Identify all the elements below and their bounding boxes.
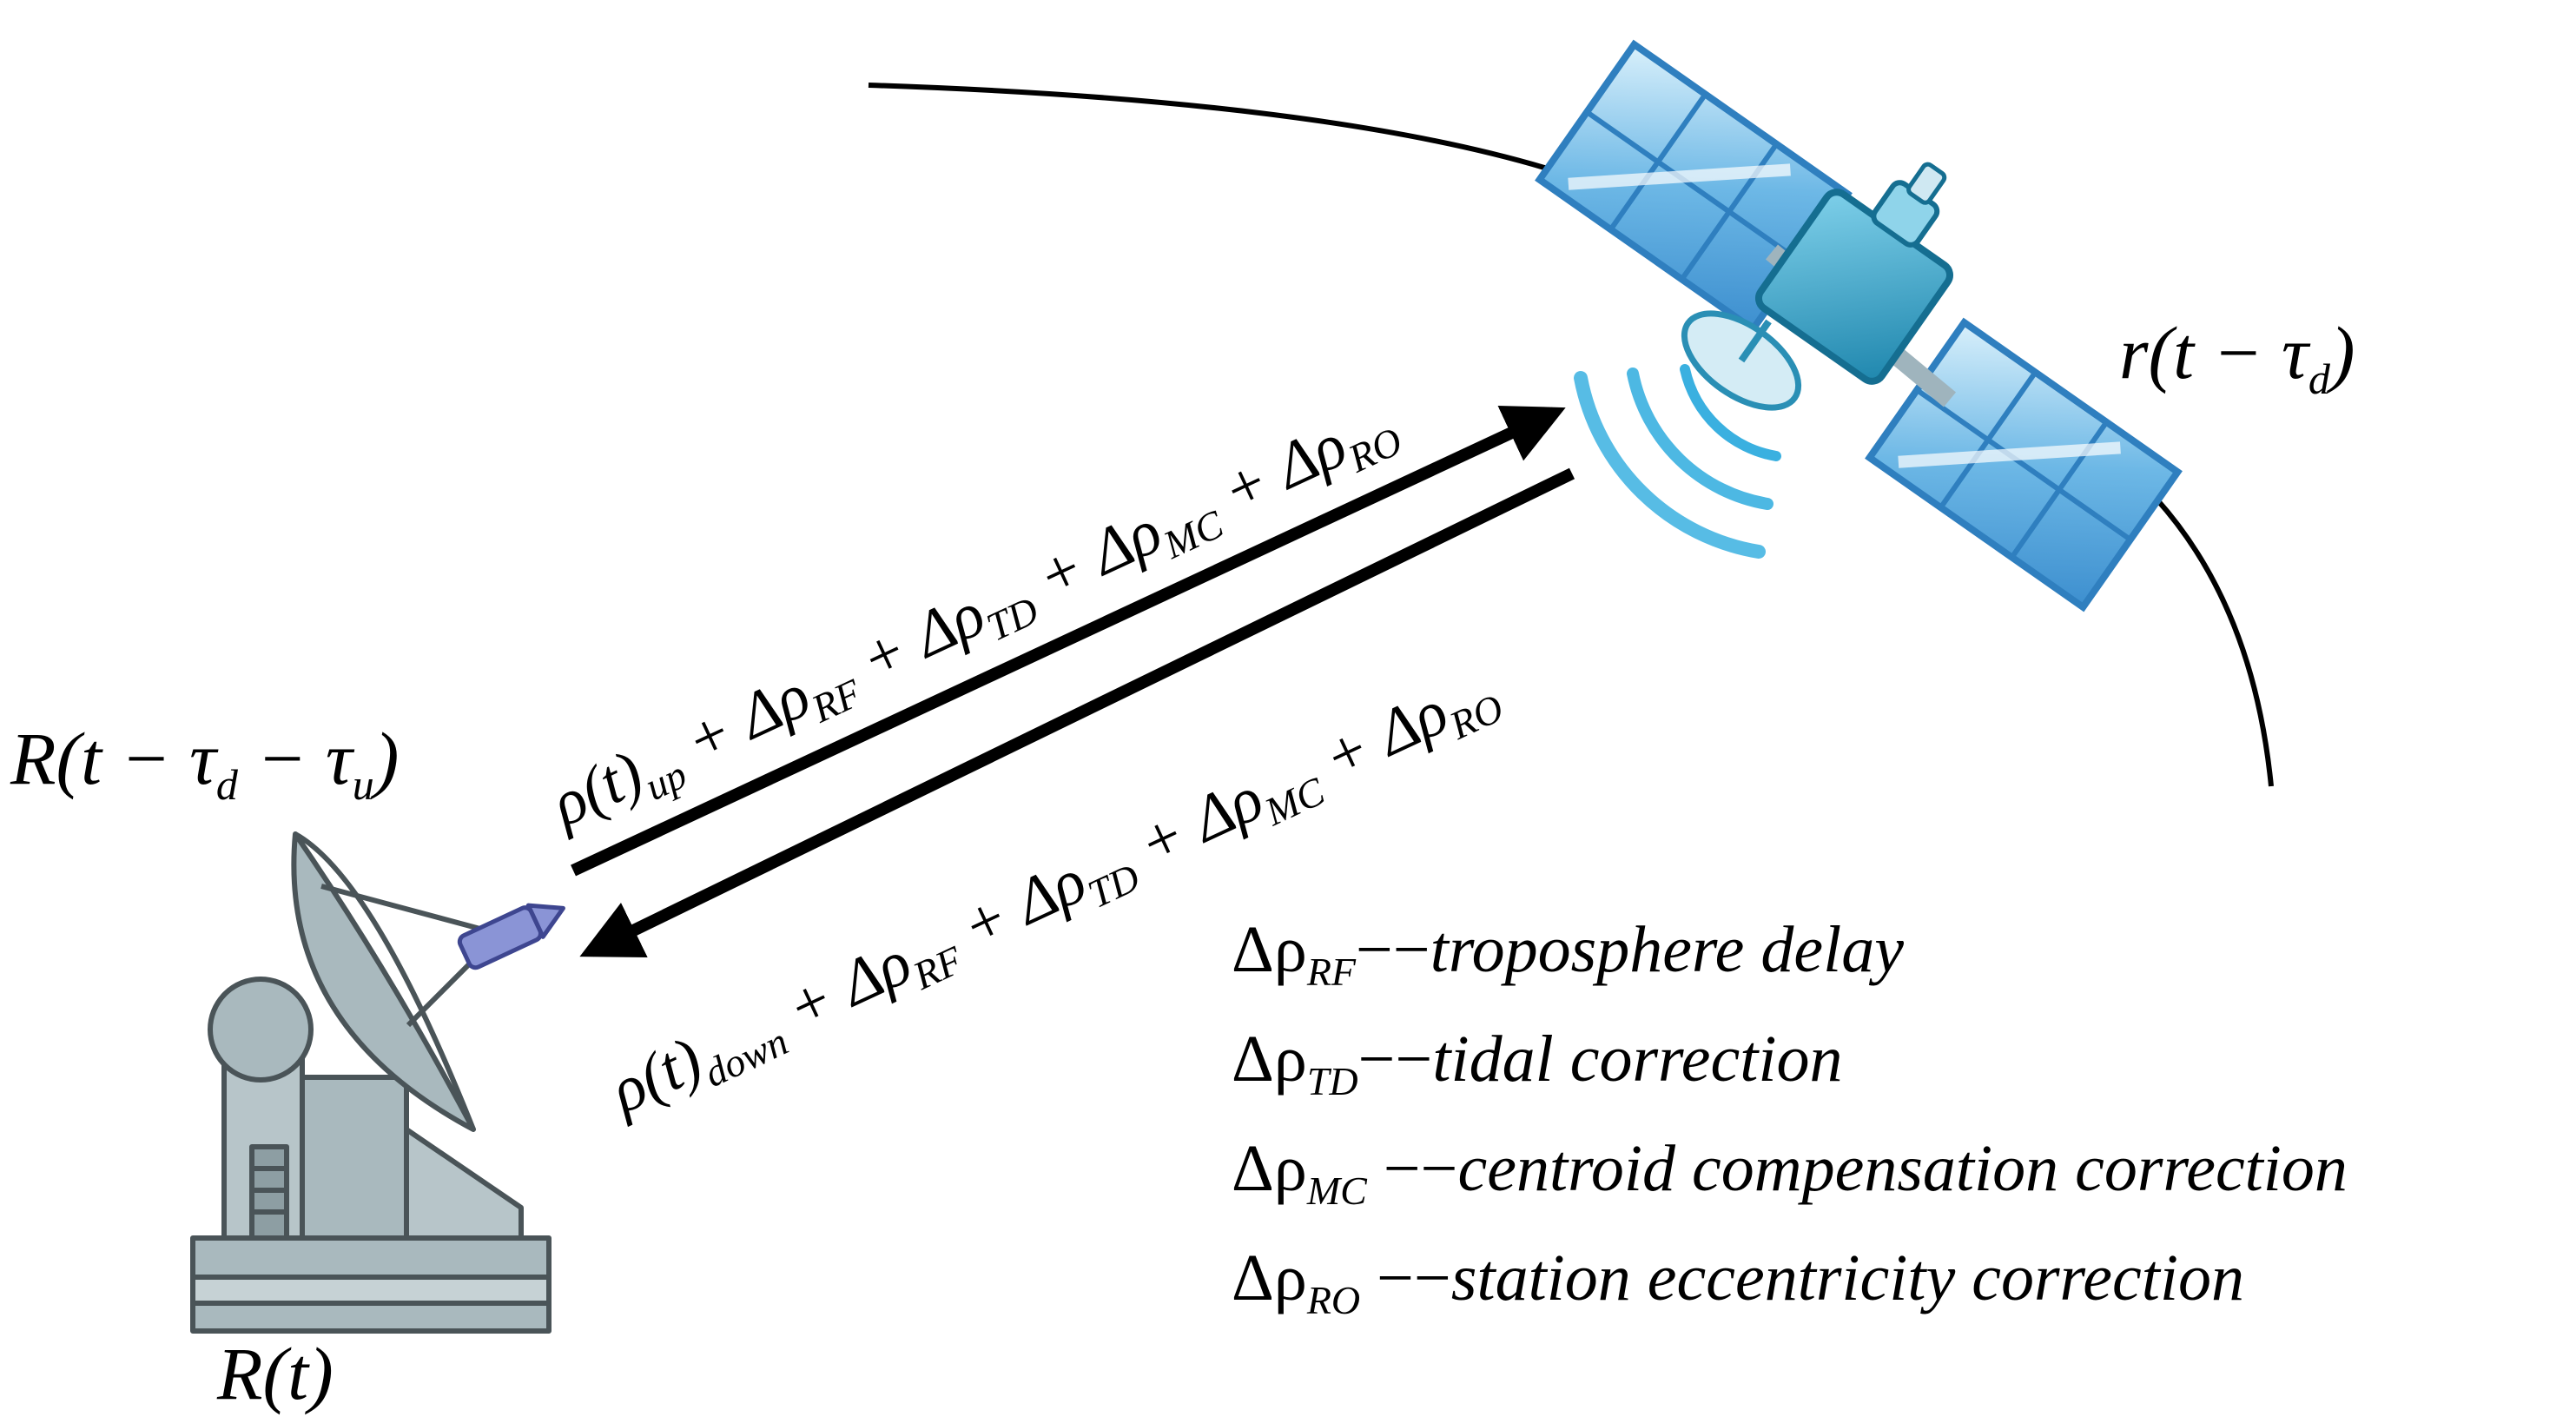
legend-sep-rf: −−	[1356, 913, 1430, 986]
station-past-close: )	[370, 717, 400, 800]
station-past-position-label: R(t − τd − τu)	[10, 717, 399, 809]
downlink-sub-1: down	[697, 1019, 795, 1096]
downlink-arrow	[579, 467, 1575, 957]
station-past-sub-2: u	[353, 760, 374, 809]
sat-pos-close: )	[2326, 311, 2355, 394]
legend: ΔρRF−−troposphere delay ΔρTD−−tidal corr…	[1232, 913, 2348, 1322]
station-past-sub-1: d	[216, 760, 239, 809]
legend-sub-rf: RF	[1306, 950, 1357, 994]
legend-text-rf: troposphere delay	[1430, 913, 1905, 986]
legend-text-td: tidal correction	[1432, 1023, 1842, 1096]
station-past-main: R(t − τ	[10, 717, 219, 800]
ground-station-dish-icon	[190, 831, 565, 1334]
legend-text-mc: centroid compensation correction	[1458, 1132, 2348, 1205]
legend-text-ro: station eccentricity correction	[1451, 1242, 2244, 1314]
legend-item-rf: ΔρRF−−troposphere delay	[1232, 913, 1904, 994]
sat-pos-main: r(t − τ	[2119, 311, 2311, 394]
legend-sep-td: −−	[1358, 1023, 1433, 1096]
legend-symbol-mc: Δρ	[1232, 1132, 1307, 1205]
legend-symbol-rf: Δρ	[1232, 913, 1307, 986]
satellite-icon	[1535, 39, 2183, 612]
legend-symbol-ro: Δρ	[1232, 1242, 1307, 1314]
orbit-arc-upper	[868, 83, 1551, 172]
legend-item-mc: ΔρMC −−centroid compensation correction	[1232, 1132, 2348, 1213]
downlink-term-5: + Δρ	[1298, 676, 1458, 801]
legend-symbol-td: Δρ	[1232, 1023, 1307, 1096]
legend-sub-mc: MC	[1306, 1169, 1368, 1213]
uplink-term-1: ρ(t)	[539, 738, 654, 842]
legend-sep-mc: −−	[1367, 1132, 1458, 1205]
station-past-mid: − τ	[238, 717, 355, 800]
legend-sub-td: TD	[1307, 1059, 1358, 1103]
legend-item-td: ΔρTD−−tidal correction	[1232, 1023, 1842, 1103]
satellite-position-label: r(t − τd)	[2119, 311, 2355, 403]
downlink-term-3: + Δρ	[936, 844, 1097, 970]
legend-item-ro: ΔρRO −−station eccentricity correction	[1232, 1242, 2244, 1322]
downlink-term-4: + Δρ	[1113, 762, 1273, 887]
legend-sep-ro: −−	[1360, 1242, 1451, 1314]
uplink-arrow	[571, 405, 1566, 877]
downlink-term-1: ρ(t)	[598, 1024, 713, 1129]
sat-pos-sub: d	[2308, 354, 2331, 403]
legend-sub-ro: RO	[1306, 1278, 1360, 1322]
station-position-label: R(t)	[216, 1332, 334, 1415]
signal-waves-icon	[1574, 364, 1781, 559]
downlink-term-2: + Δρ	[761, 926, 921, 1051]
